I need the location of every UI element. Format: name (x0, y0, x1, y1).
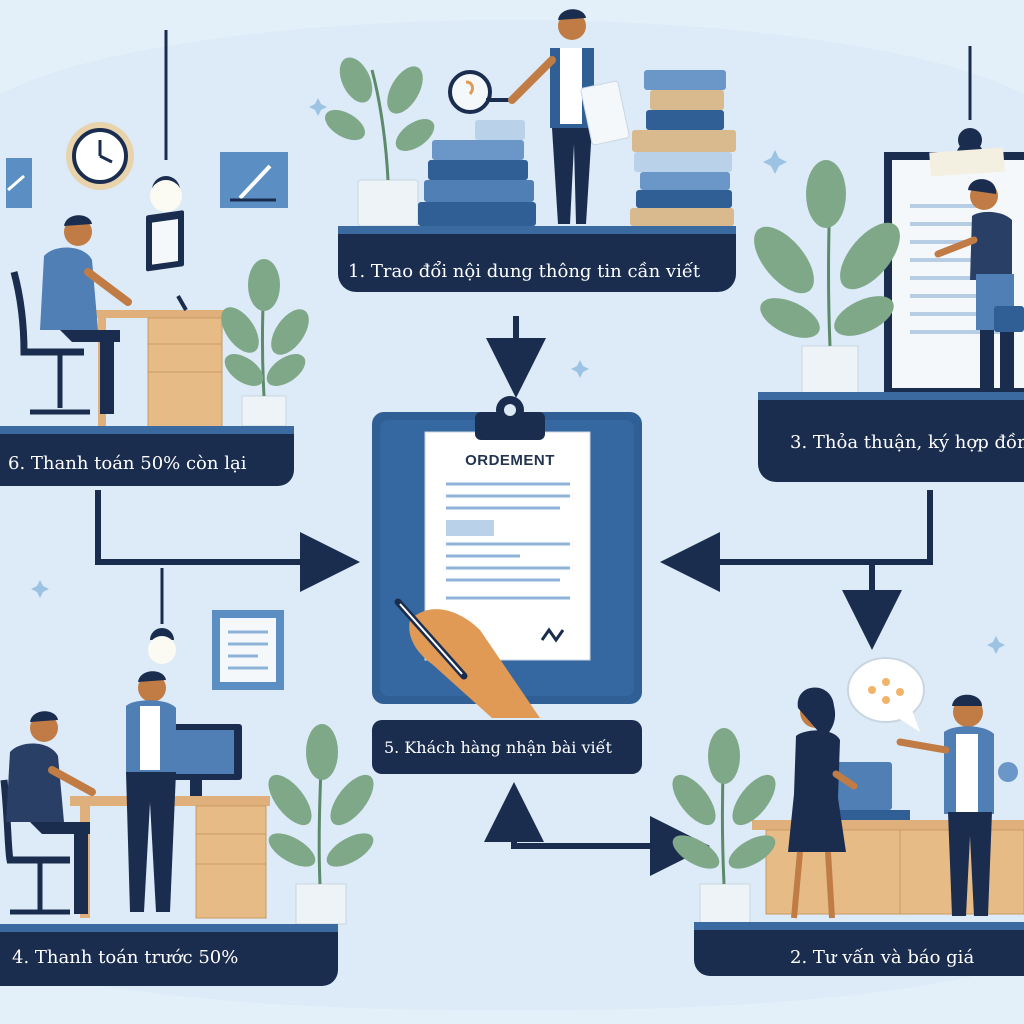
book-stack-right (630, 70, 736, 226)
pen-icon (394, 598, 540, 718)
sparkles (31, 98, 1005, 654)
pendant-lamp-icon (150, 30, 182, 212)
magnifier-icon (448, 70, 510, 114)
step6-plate (0, 432, 294, 486)
step1-label: 1. Trao đổi nội dung thông tin cần viết (348, 254, 728, 288)
clipboard-icon (372, 396, 642, 704)
speech-bubble-icon (847, 657, 925, 732)
step6-label: 6. Thanh toán 50% còn lại (8, 446, 288, 480)
scene-desk-worker-bottom (0, 568, 374, 925)
book-stack-left (418, 120, 536, 226)
step4-label: 4. Thanh toán trước 50% (12, 940, 332, 974)
pendant-lamp-icon (150, 628, 174, 640)
step5-plate (372, 720, 642, 774)
document-title: ORDEMENT (465, 452, 555, 469)
arrow-step6-to-center (95, 490, 360, 592)
clock-icon (66, 122, 134, 190)
step2-label: 2. Tư vấn và báo giá (790, 940, 1020, 974)
step4-plate (0, 930, 338, 986)
scene-consultation (672, 657, 1024, 925)
step4-text: 4. Thanh toán trước 50% (12, 946, 239, 968)
plant-icon (325, 57, 435, 227)
step1-plate (338, 230, 736, 292)
step2-plate (694, 928, 1024, 976)
step6-text: 6. Thanh toán 50% còn lại (8, 452, 247, 474)
scene-books-person (325, 9, 736, 227)
scene-contract-board (754, 46, 1024, 396)
step5-label: 5. Khách hàng nhận bài viết (384, 730, 634, 764)
step1-text: 1. Trao đổi nội dung thông tin cần viết (348, 260, 701, 282)
step5-text: 5. Khách hàng nhận bài viết (384, 737, 612, 757)
step2-text: 2. Tư vấn và báo giá (790, 946, 975, 968)
arrow-step3-to-center (660, 490, 933, 592)
arrow-step5-to-step2 (511, 812, 710, 876)
person-standing (508, 9, 630, 224)
step3-text: 3. Thỏa thuận, ký hợp đồng (790, 431, 1024, 453)
step3-plate (758, 398, 1024, 482)
step3-label: 3. Thỏa thuận, ký hợp đồng (790, 424, 1024, 460)
scene-desk-worker-top (6, 30, 309, 431)
